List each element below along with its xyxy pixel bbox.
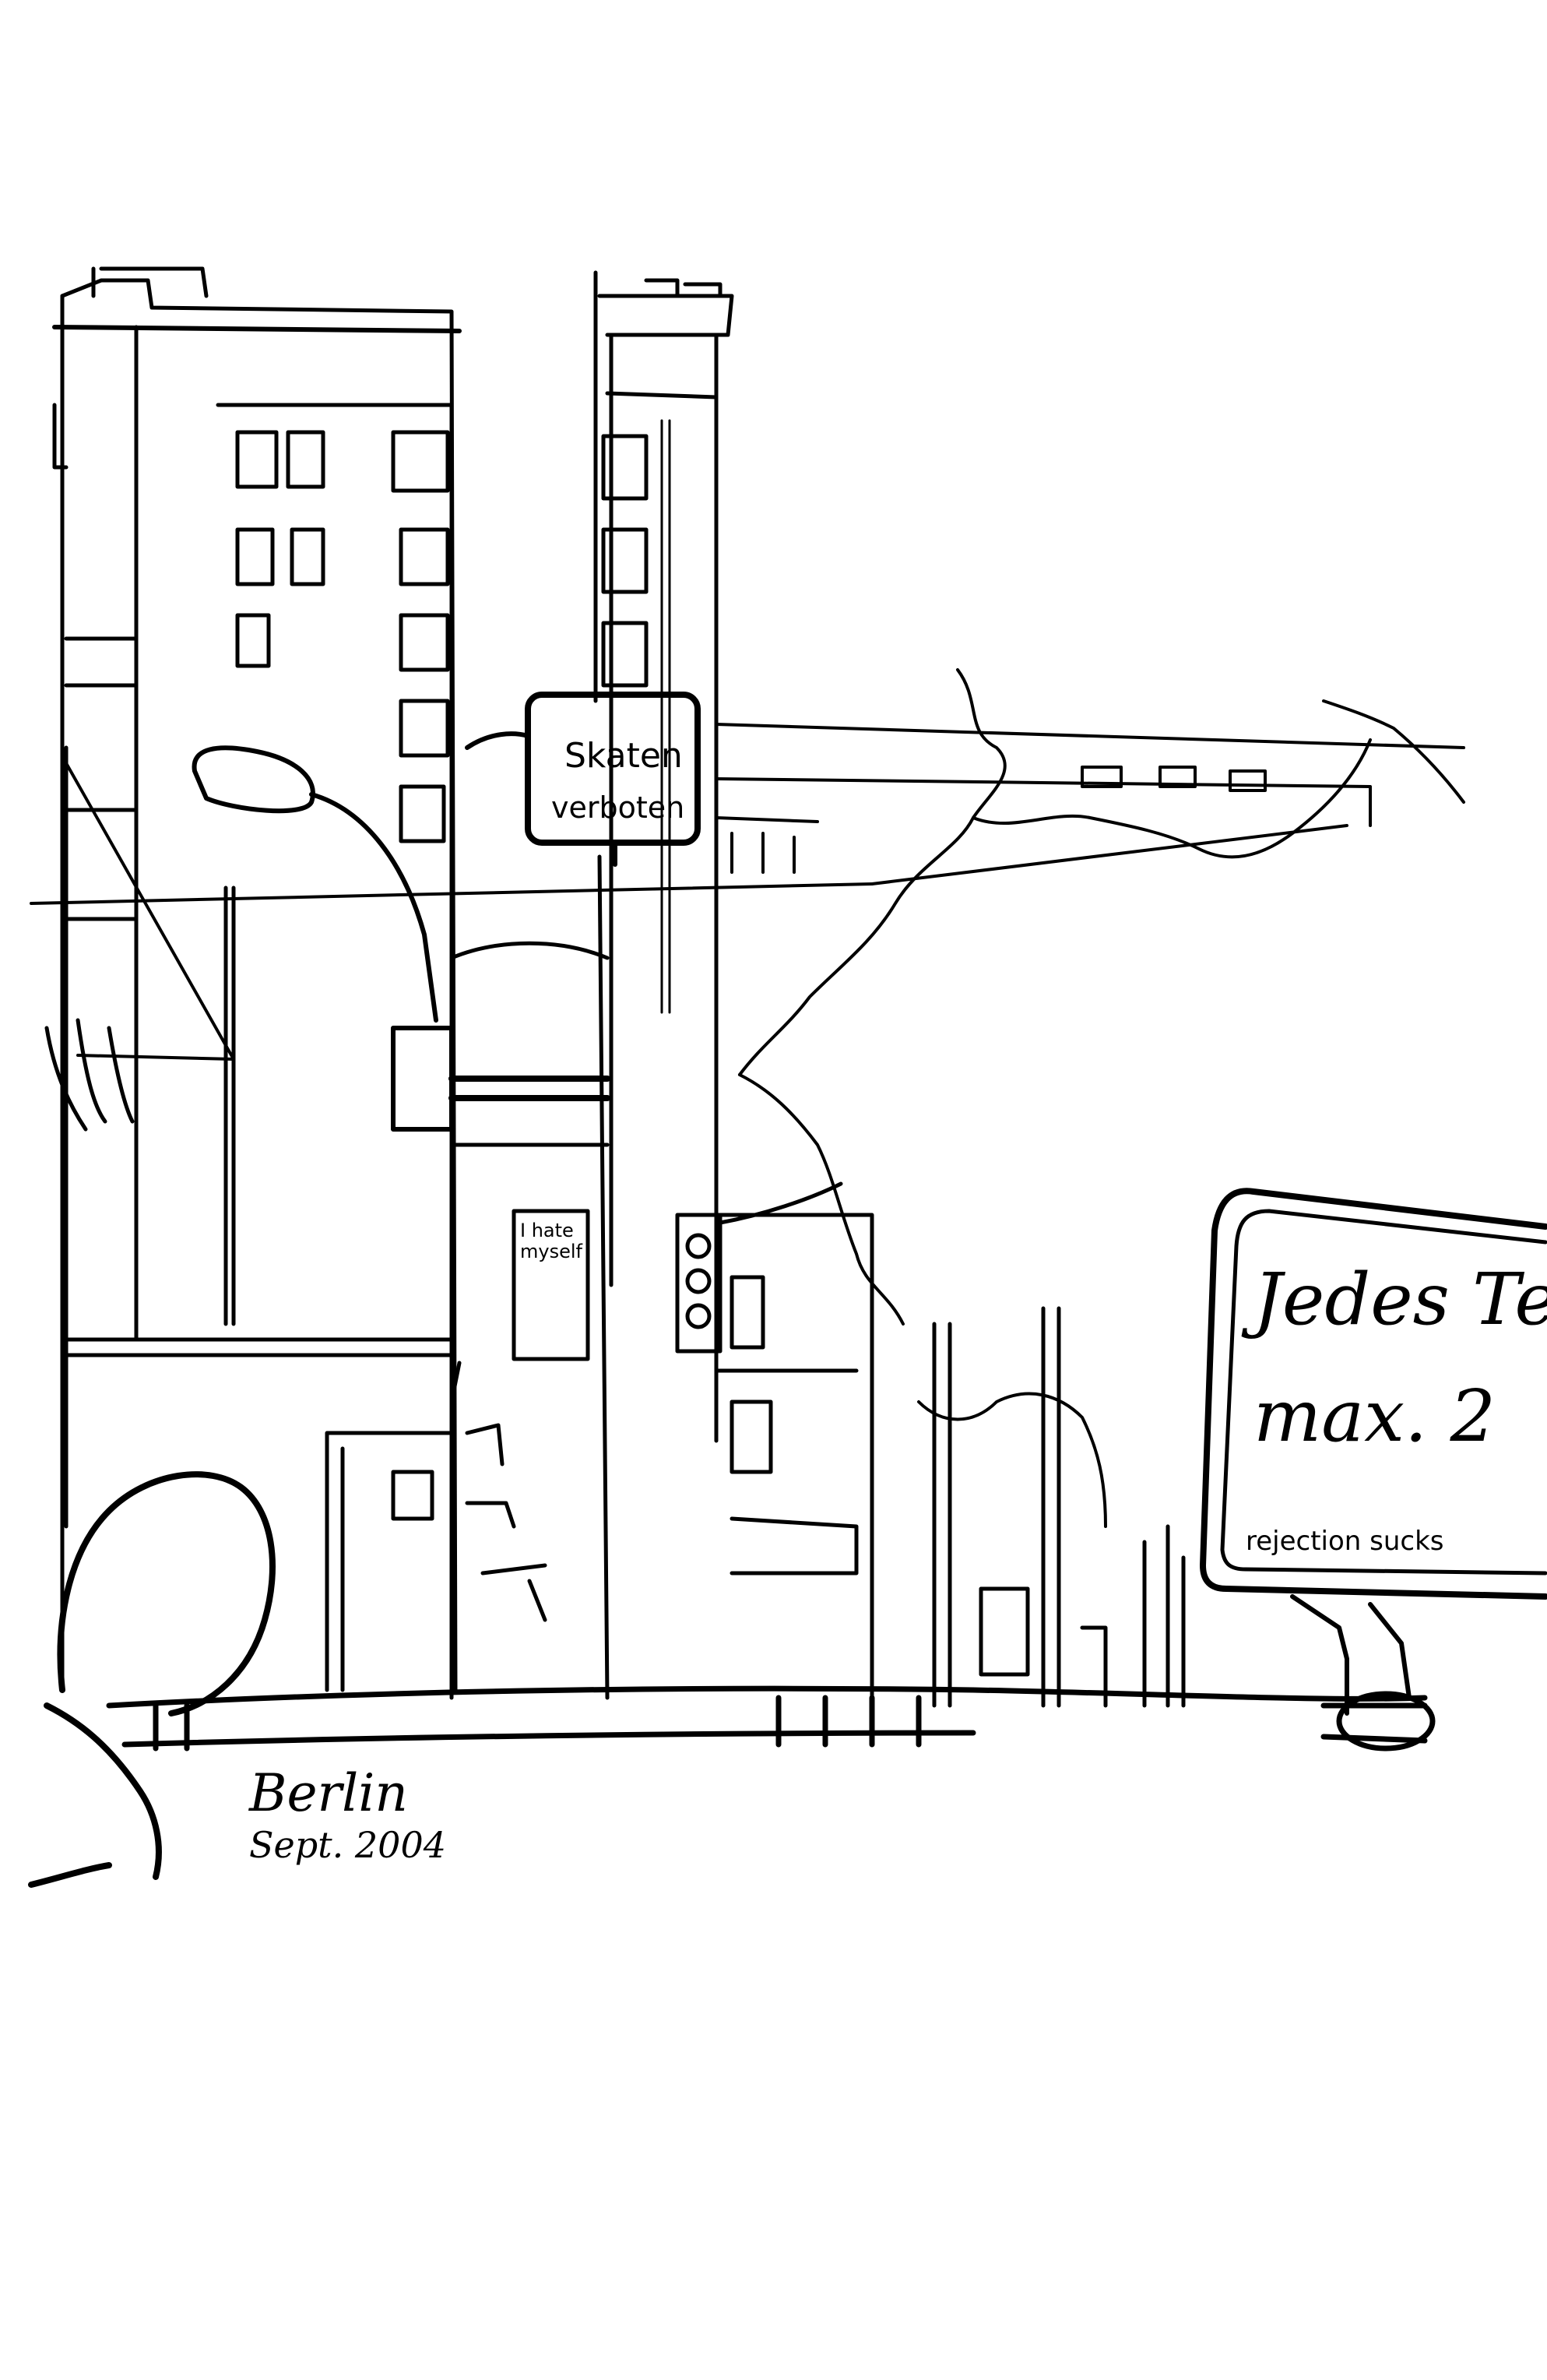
tree-foliage xyxy=(738,668,1465,1528)
billboard-line2: max. 2 xyxy=(1253,1375,1496,1458)
traffic-light xyxy=(675,1181,843,1354)
billboard xyxy=(1200,1188,1547,1716)
utility-pole xyxy=(44,745,135,1529)
viewer-head-silhouette xyxy=(28,1471,276,1888)
street-sign-line1: Skaten xyxy=(564,736,683,776)
caption-date: Sept. 2004 xyxy=(249,1824,446,1866)
poster-text-line2: myself xyxy=(520,1241,583,1262)
left-apartment-building xyxy=(52,266,462,1692)
poster-text-line1: I hate xyxy=(520,1220,574,1241)
billboard-line1: Jedes Te xyxy=(1241,1258,1547,1341)
billboard-line3: rejection sucks xyxy=(1246,1526,1444,1557)
lower-street-buildings xyxy=(325,1213,1186,1708)
foreground-railing xyxy=(106,1685,1436,1752)
street-sign-line2: verboten xyxy=(551,790,684,825)
caption-city: Berlin xyxy=(248,1763,408,1823)
overhead-wires xyxy=(30,762,1348,1061)
central-pillar xyxy=(448,745,610,1700)
distant-rooftops xyxy=(715,723,1465,874)
street-sign xyxy=(465,692,701,867)
street-lamp xyxy=(192,745,454,1132)
